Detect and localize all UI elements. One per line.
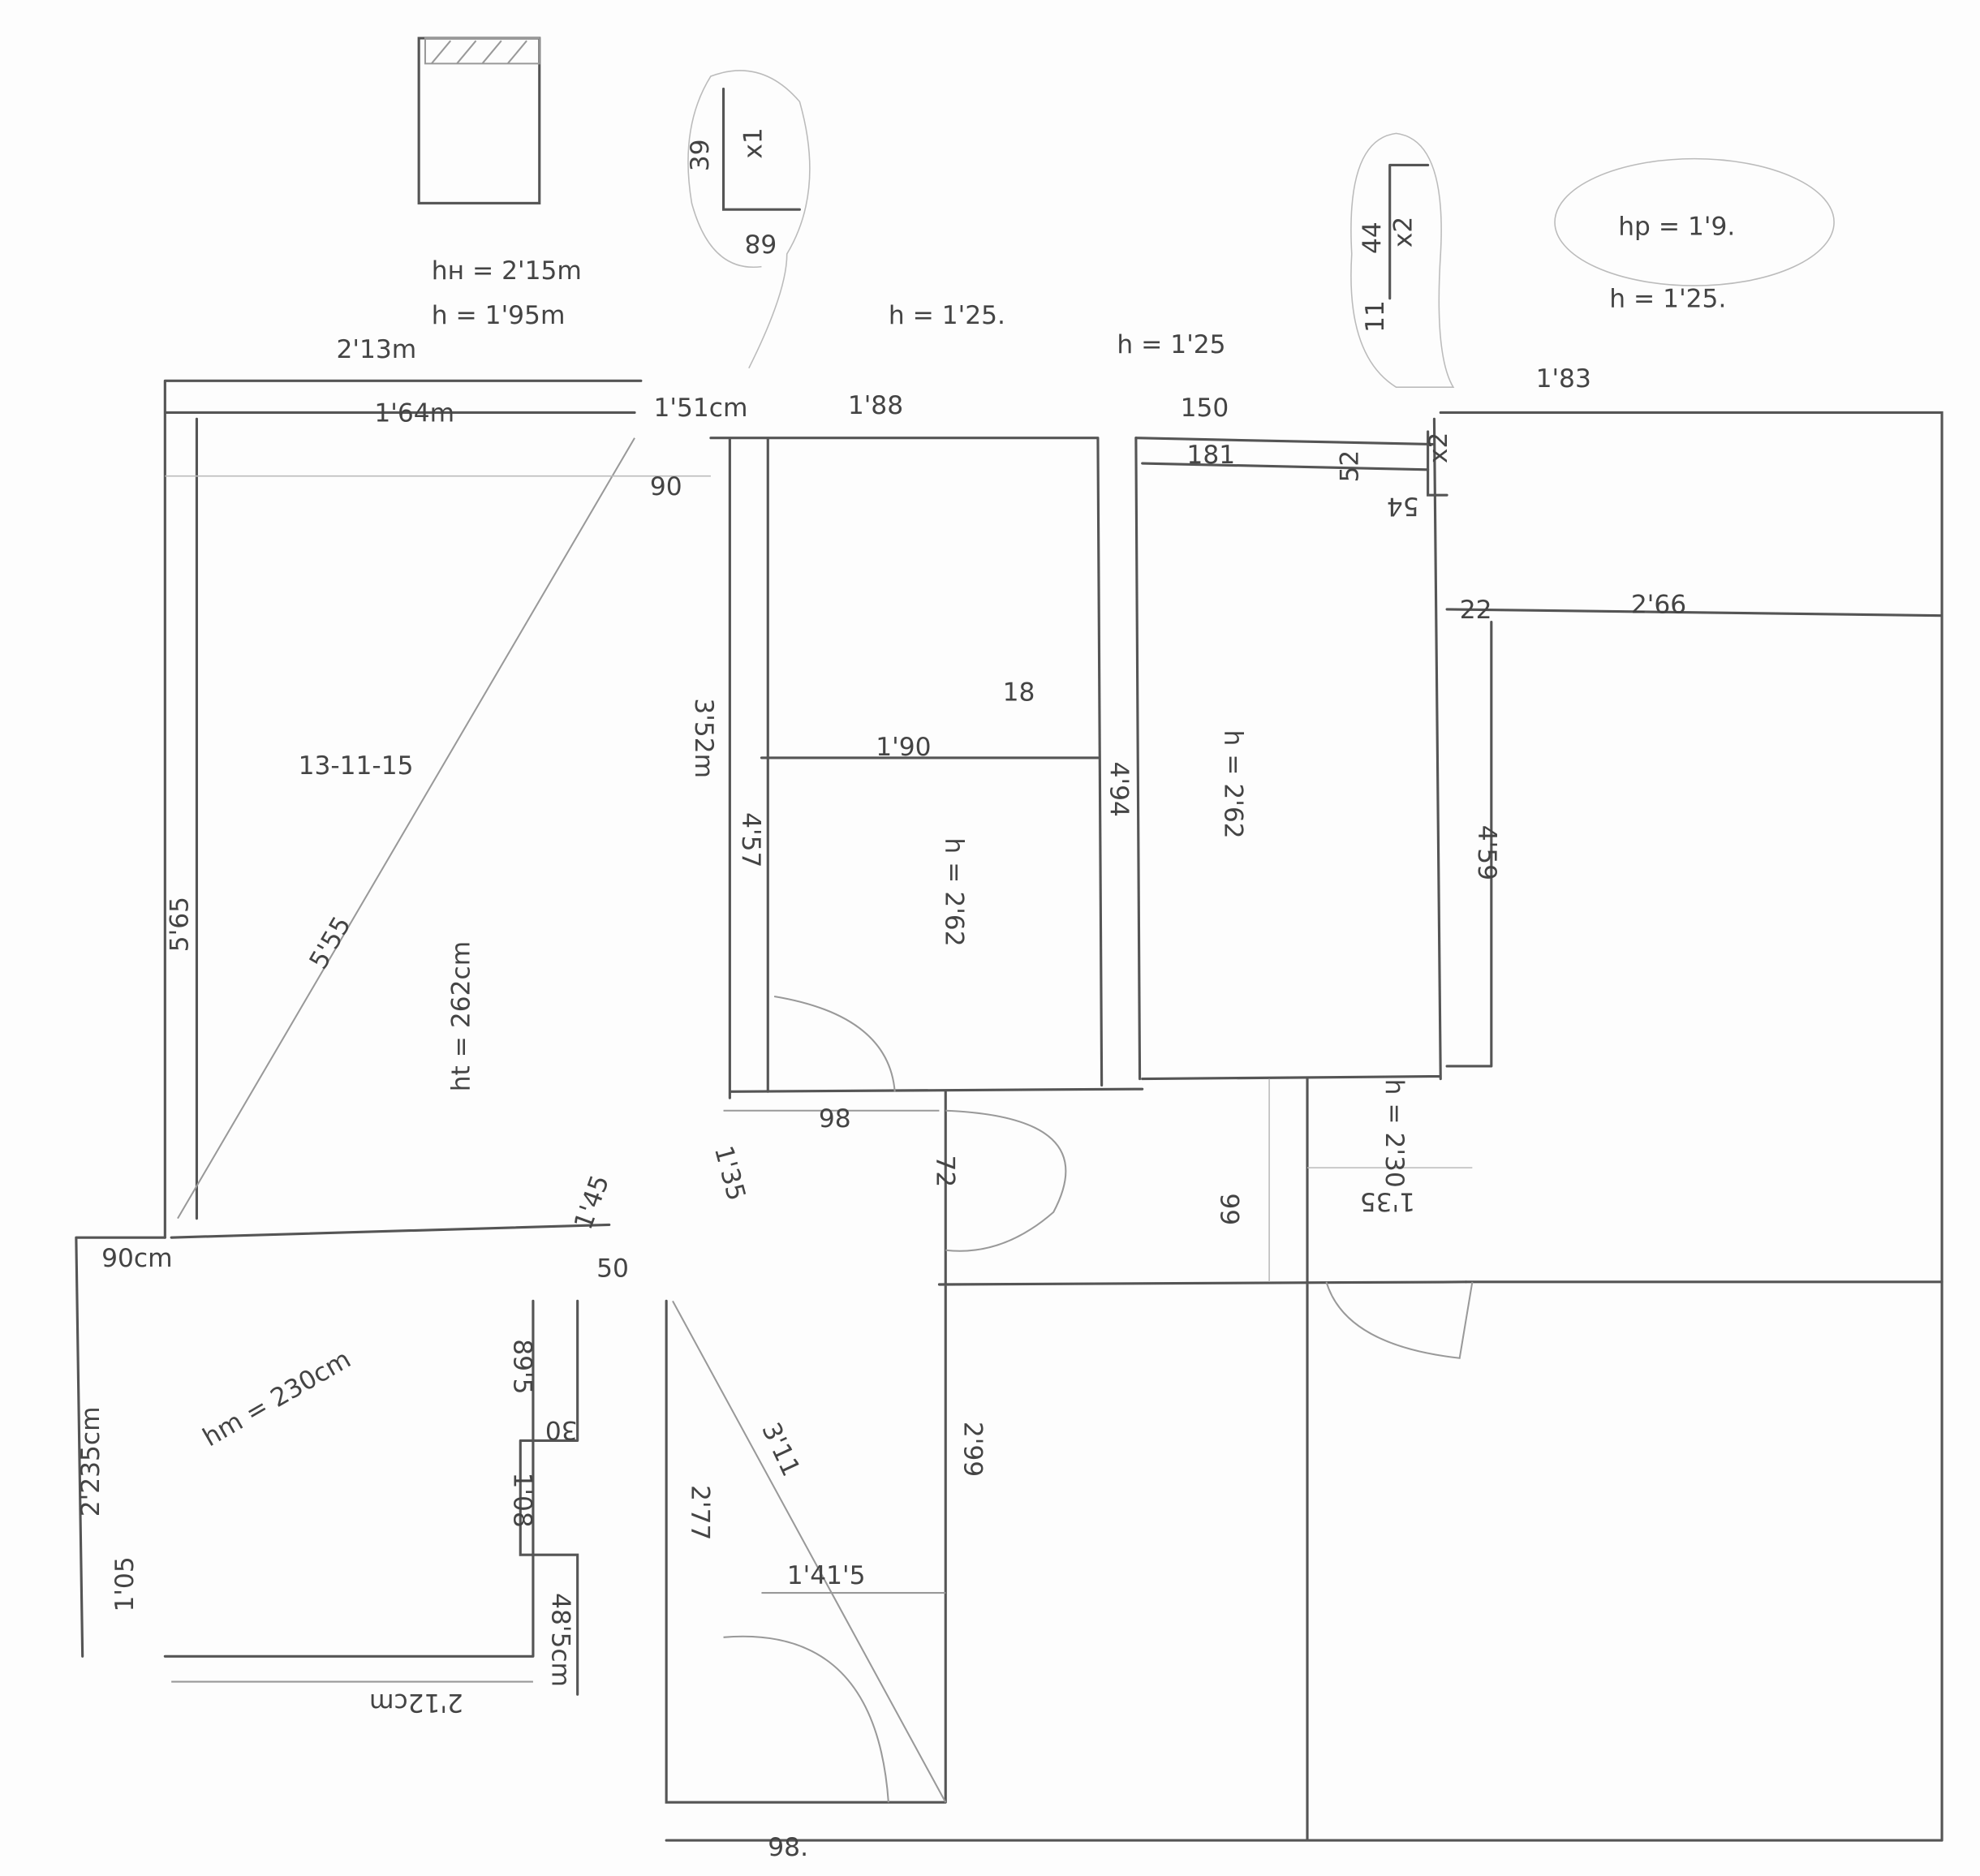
dimension-label: 68 <box>744 228 777 257</box>
dimension-label: 1'83 <box>1536 364 1591 394</box>
dimension-label: h = 2'62 <box>1218 729 1247 838</box>
dimension-label: 50 <box>596 1254 629 1284</box>
dimension-label: 98. <box>768 1833 808 1862</box>
dimension-label: 90cm <box>101 1244 172 1273</box>
dimension-label: 98 <box>819 1104 851 1134</box>
dimension-label: h = 2'62 <box>939 837 968 946</box>
callout-bubbles <box>687 70 1835 497</box>
dimension-label: 5'55 <box>304 912 357 975</box>
dimension-label: 1'35 <box>1360 1186 1415 1216</box>
dimension-label: 2'235cm <box>76 1406 105 1517</box>
dimension-label: 2'13m <box>336 335 416 364</box>
dimension-label: 44 <box>1358 222 1388 254</box>
dimension-label: 2'77 <box>685 1485 714 1540</box>
dimension-label: 1'64m <box>374 398 454 428</box>
dimension-label: ht = 262cm <box>447 941 476 1091</box>
dimension-label: 1'90 <box>876 733 931 762</box>
dimension-label: 4'59 <box>1472 825 1501 880</box>
dimension-label: h = 1'95m <box>432 301 566 330</box>
dimension-label: 89'5 <box>507 1339 536 1394</box>
dimension-label: x2 <box>1424 432 1453 463</box>
lower-walls <box>665 1078 1943 1842</box>
room4-walls <box>1439 411 1943 1284</box>
walls <box>75 37 1943 1842</box>
dimension-label: 1'88 <box>848 391 903 420</box>
door-arc <box>945 1109 1067 1252</box>
dimension-label: 1'08 <box>507 1472 536 1527</box>
room1-walls <box>163 379 643 1239</box>
door-arc <box>723 1635 889 1803</box>
dimension-label: 90 <box>650 472 682 501</box>
dimension-label: h = 1'25 <box>1117 330 1225 359</box>
dimension-label: 30 <box>545 1415 578 1444</box>
dimension-label: 99 <box>1215 1193 1244 1225</box>
callout-bubble-2 <box>1350 132 1455 388</box>
dimension-label: 150 <box>1181 394 1229 423</box>
dimension-label: 52 <box>1336 450 1365 483</box>
bathroom-walls <box>75 1223 611 1696</box>
dimension-label: 4'94 <box>1104 762 1134 817</box>
room3-walls <box>1134 417 1442 1081</box>
hatched-sill <box>424 37 540 65</box>
dimension-label: 72 <box>930 1155 959 1187</box>
room2-walls <box>709 437 1144 1099</box>
dimension-label: 1'51cm <box>654 394 748 423</box>
dimension-label: 181 <box>1186 441 1235 470</box>
dimension-label: 13-11-15 <box>299 751 414 781</box>
dimension-label: 39 <box>686 139 715 171</box>
dimension-label: 2'66 <box>1631 591 1686 620</box>
dimension-label: 5'65 <box>165 897 194 952</box>
dimension-label: 1'35 <box>708 1142 751 1203</box>
dimension-label: 2'12cm <box>369 1688 463 1717</box>
dimension-label: 48'5cm <box>545 1593 575 1687</box>
dimension-label: hн = 2'15m <box>432 256 582 286</box>
dimension-label: 4'57 <box>736 812 765 867</box>
dimension-label: hp = 1'9. <box>1618 212 1735 241</box>
dimension-label: h = 2'30 <box>1380 1079 1409 1188</box>
dimension-label: 3'52m <box>689 698 718 778</box>
dimension-label: 54 <box>1387 491 1419 520</box>
dimension-label: 2'99 <box>958 1422 988 1477</box>
dimension-label: h = 1'25. <box>1609 285 1726 314</box>
dimension-label: hm = 230cm <box>198 1345 355 1452</box>
dimension-label: h = 1'25. <box>889 301 1005 330</box>
dimension-label: 3'11 <box>755 1418 805 1481</box>
door-arc <box>1325 1281 1474 1359</box>
dimension-label: 11 <box>1361 300 1390 333</box>
dimension-label: x2 <box>1388 217 1418 247</box>
callout-bubble-1 <box>687 70 811 369</box>
dimension-label: 1'41'5 <box>787 1561 866 1590</box>
bubble-details <box>721 88 1448 497</box>
dimension-labels: hн = 2'15m h = 1'95m 2'13m 1'64m 1'51cm 90 1'8… <box>76 127 1735 1862</box>
dimension-label: 1'05 <box>110 1556 140 1611</box>
faint-lines <box>165 475 1473 1282</box>
dimension-label: x1 <box>738 127 768 158</box>
dimension-lines <box>171 437 947 1803</box>
callout-bubble-3 <box>1554 157 1835 286</box>
door-arc <box>773 995 896 1092</box>
doors <box>723 995 1474 1803</box>
dimension-label: 22 <box>1460 596 1492 625</box>
dimension-label: 18 <box>1003 678 1035 708</box>
